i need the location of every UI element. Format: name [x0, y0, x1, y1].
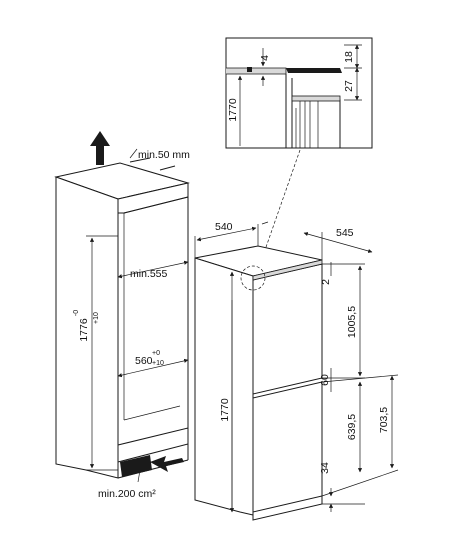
air-in-arrow [150, 456, 184, 472]
dim-1005-5: 1005,5 [346, 306, 358, 338]
fridge-drawing: 540 545 2 1005,5 60 639,5 703,5 34 1770 [194, 221, 399, 521]
detail-cabinet-top [226, 67, 287, 75]
detail-circle [240, 265, 266, 291]
dim-1776-tol-bot: +10 [93, 312, 100, 324]
dim-560-tol-bot: +10 [152, 360, 164, 367]
detail-inset: 4 18 27 1770 [225, 37, 373, 149]
air-out-arrow [90, 131, 110, 165]
fridge-lower-door [252, 381, 323, 513]
detail-dim-4: 4 [259, 55, 271, 61]
dim-560: 560 [135, 355, 153, 367]
dim-639-5: 639,5 [346, 414, 358, 440]
min-200-label: min.200 cm² [98, 488, 156, 500]
detail-hinge-bar [286, 68, 342, 73]
detail-dim-18: 18 [343, 51, 355, 63]
dim-1770: 1770 [219, 398, 231, 422]
dim-2: 2 [320, 279, 332, 285]
cabinet-left-side [55, 176, 119, 479]
detail-marker [247, 67, 252, 72]
dim-545: 545 [336, 227, 354, 239]
detail-dim-1770: 1770 [227, 98, 239, 122]
min-555-label: min.555 [130, 268, 168, 280]
dim-540: 540 [215, 221, 233, 233]
dim-1776: 1776 [78, 318, 90, 342]
fridge-left-side [194, 257, 254, 516]
cabinet-vent [120, 455, 152, 477]
dim-60: 60 [319, 374, 331, 386]
dim-560-tol-top: +0 [152, 350, 160, 357]
detail-frame [225, 37, 373, 149]
dim-1776-tol-top: -0 [73, 310, 80, 316]
cabinet-drawing: min.50 mm 1776 -0 +10 min.555 560 +0 +10… [54, 131, 190, 500]
min-50-label: min.50 mm [138, 149, 190, 161]
detail-dim-27: 27 [343, 80, 355, 92]
dim-703-5: 703,5 [378, 407, 390, 433]
dim-34: 34 [319, 462, 331, 474]
